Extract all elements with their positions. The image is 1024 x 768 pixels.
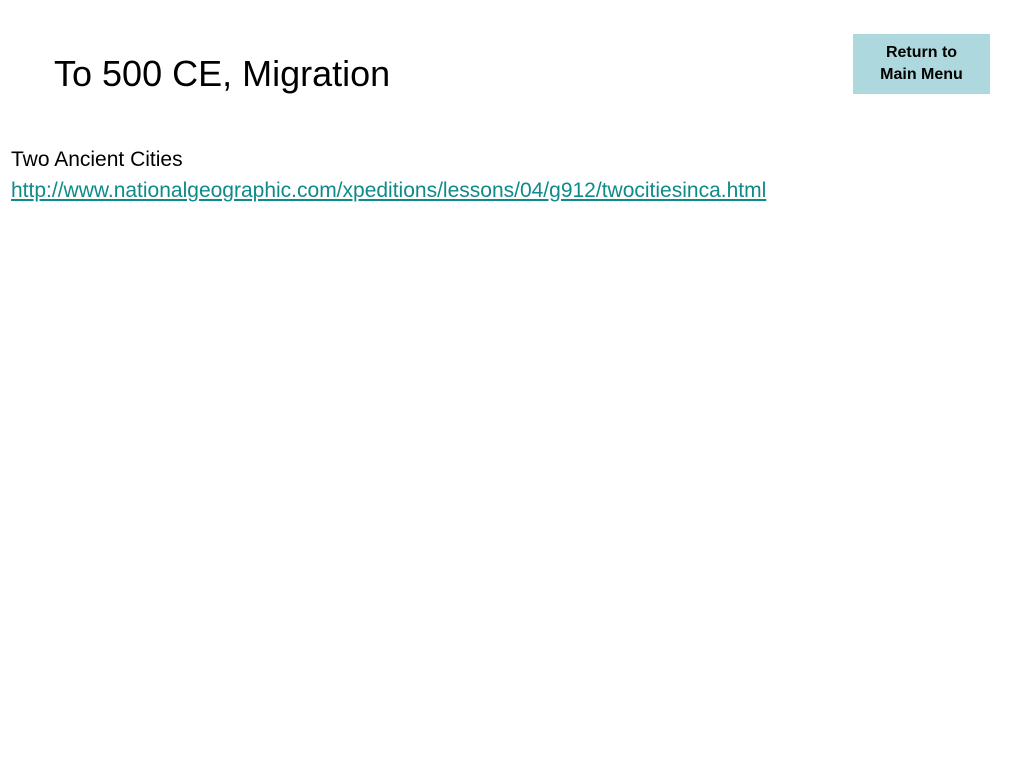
menu-button-label-line1: Return to (885, 44, 958, 61)
content-heading: Two Ancient Cities (11, 148, 183, 171)
return-to-main-menu-button[interactable]: Return to Main Menu (853, 34, 990, 94)
external-link[interactable]: http://www.nationalgeographic.com/xpedit… (11, 179, 767, 202)
menu-button-label-line2: Main Menu (880, 66, 963, 83)
slide-content: Two Ancient Cities http://www.nationalge… (11, 144, 766, 206)
slide-title: To 500 CE, Migration (54, 53, 391, 94)
